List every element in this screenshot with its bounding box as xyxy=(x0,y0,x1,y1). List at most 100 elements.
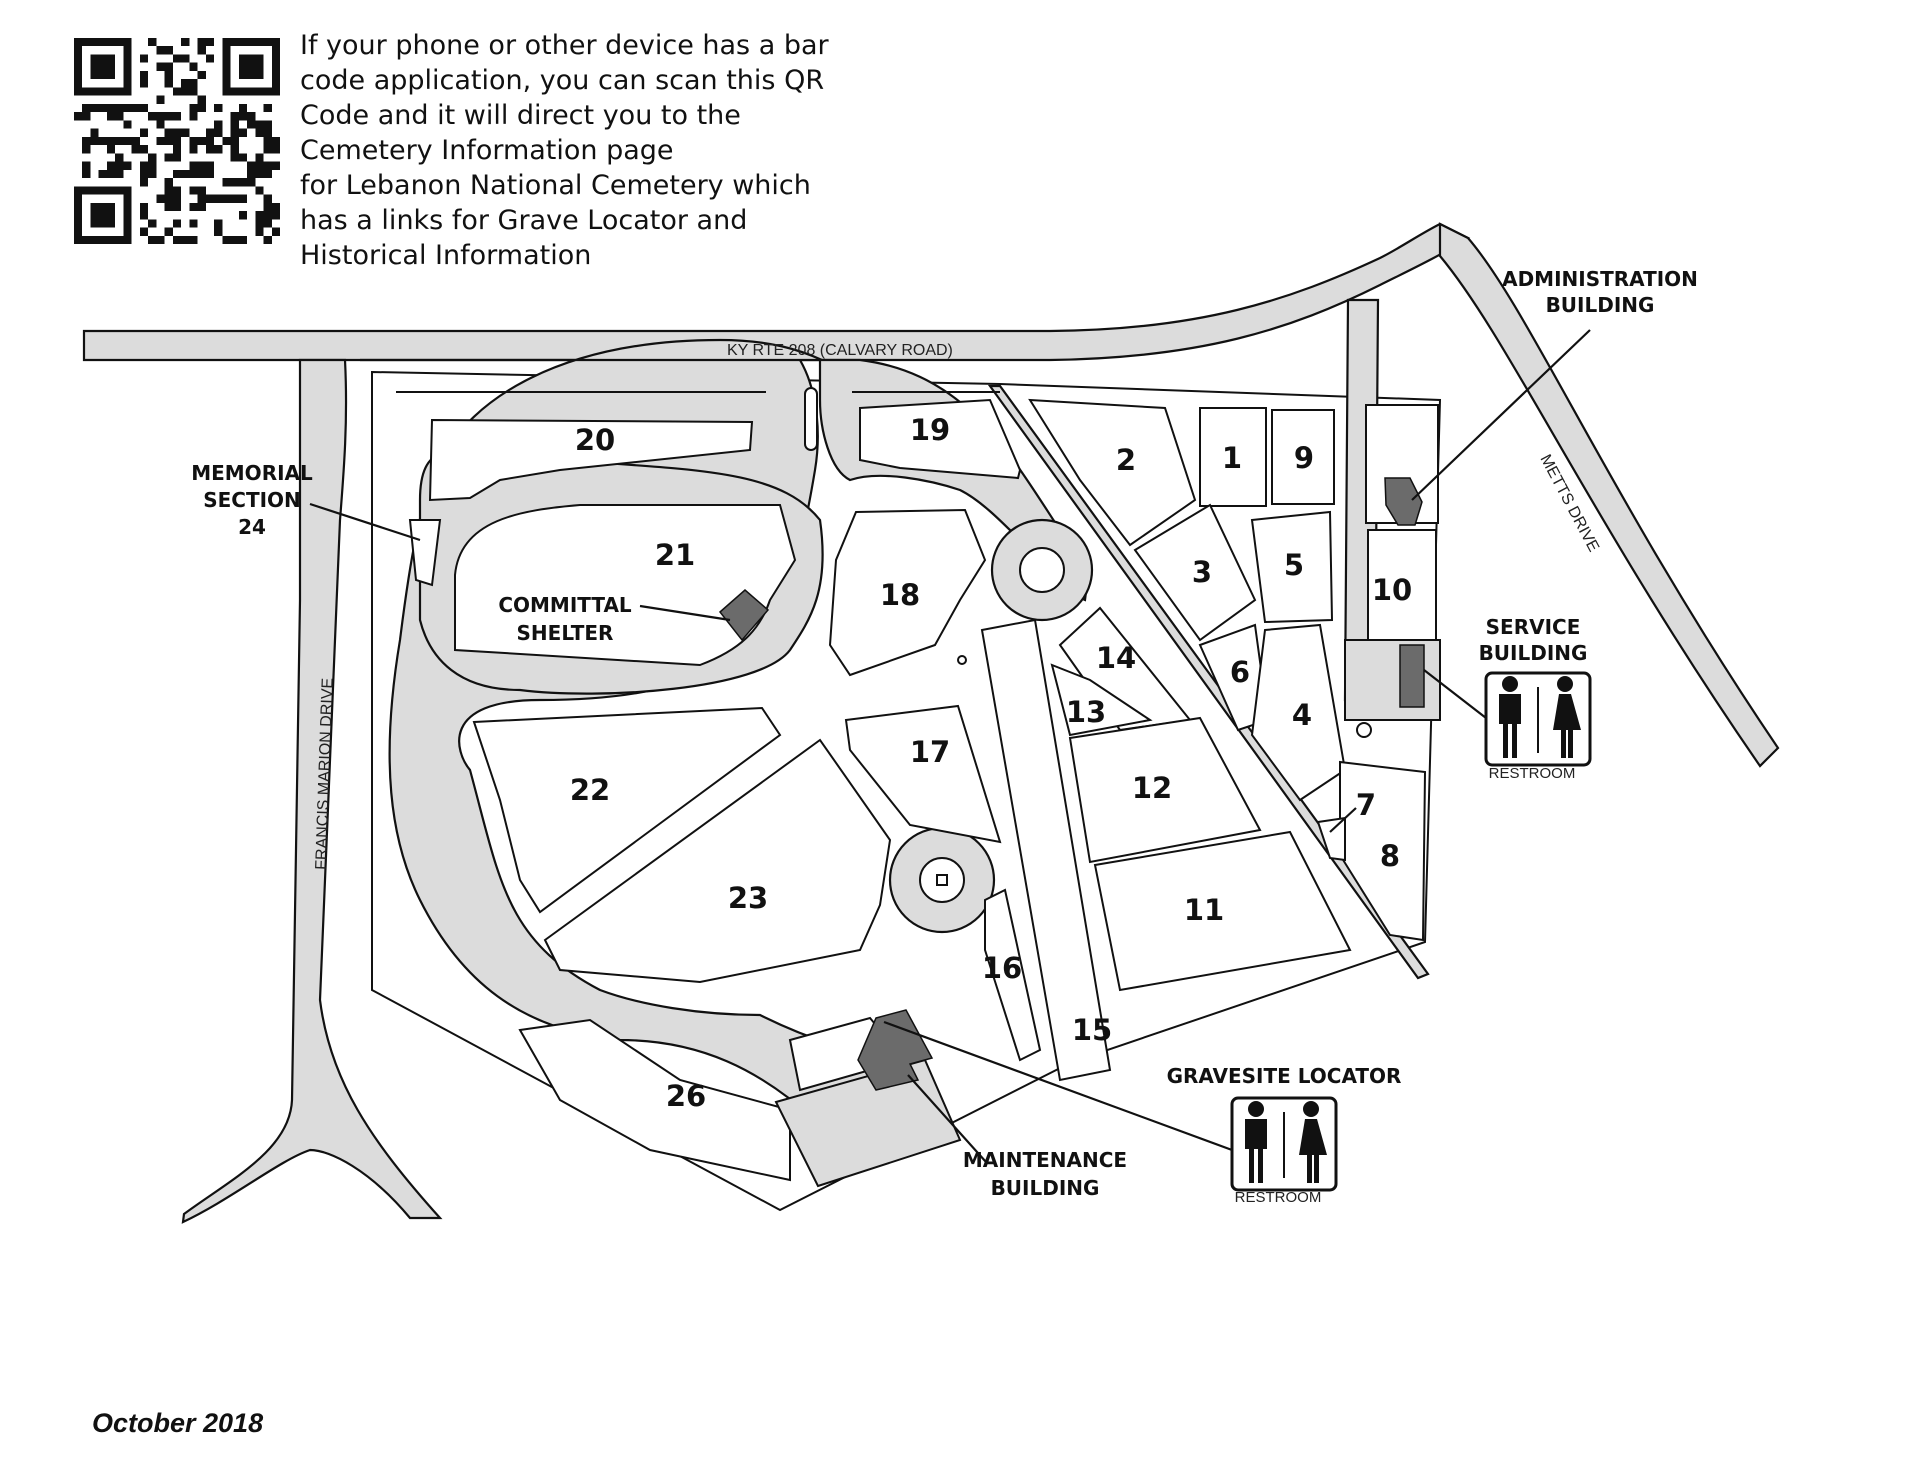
service-building xyxy=(1399,644,1425,708)
maintenance-building xyxy=(857,1009,934,1091)
section-19-lot xyxy=(859,398,1022,480)
section-8: 8 xyxy=(1380,839,1400,873)
admin-label-line2: BUILDING xyxy=(1546,293,1655,317)
intro-line: Code and it will direct you to the xyxy=(300,100,741,131)
admin-label-line1: ADMINISTRATION xyxy=(1502,267,1698,291)
service-leader xyxy=(1423,669,1487,719)
section-21: 21 xyxy=(655,538,695,572)
section-11: 11 xyxy=(1184,893,1224,927)
gravesite-label: GRAVESITE LOCATOR xyxy=(1167,1064,1402,1088)
section-16-lot xyxy=(984,888,1042,1062)
administration-building xyxy=(1384,477,1423,526)
fence xyxy=(396,387,1000,451)
flagpole-marker xyxy=(936,874,948,886)
section-22: 22 xyxy=(570,773,610,807)
section-1-lot xyxy=(1199,407,1267,507)
intro-line: has a links for Grave Locator and xyxy=(300,205,748,236)
qr-instructions: If your phone or other device has a bar … xyxy=(300,28,840,273)
service-building-lot xyxy=(1344,639,1441,721)
section-17-lot xyxy=(844,704,1002,844)
service-label-line2: BUILDING xyxy=(1479,641,1588,665)
section-9-lot xyxy=(1271,409,1335,505)
section-15-lot xyxy=(980,618,1112,1082)
section-12: 12 xyxy=(1132,771,1172,805)
francis-marion-label: FRANCIS MARION DRIVE xyxy=(313,678,337,870)
section-5: 5 xyxy=(1284,548,1304,582)
section-17: 17 xyxy=(910,735,950,769)
service-marker xyxy=(1356,722,1372,738)
section-11-lot xyxy=(1093,830,1352,992)
memorial-section-24-lot xyxy=(408,519,442,587)
section-labels: 20 19 21 18 22 23 17 16 15 14 13 12 11 2… xyxy=(570,413,1412,1113)
sections xyxy=(408,398,1437,1182)
committal-leader xyxy=(639,604,731,622)
section-3-lot xyxy=(1133,503,1257,642)
restroom-icon: RESTROOM xyxy=(1230,1096,1338,1206)
section-10-lot xyxy=(1367,529,1437,641)
intro-line: Cemetery Information page xyxy=(300,135,674,166)
section-23: 23 xyxy=(728,881,768,915)
metts-drive xyxy=(1438,222,1780,768)
qr-code-icon[interactable] xyxy=(74,38,280,244)
admin-leader xyxy=(1411,329,1591,501)
map-date: October 2018 xyxy=(92,1408,264,1438)
intro-line: for Lebanon National Cemetery which xyxy=(300,170,811,201)
francis-marion-drive xyxy=(181,358,443,1224)
section-22-lot xyxy=(472,706,782,914)
buildings xyxy=(718,404,1441,1188)
section-2: 2 xyxy=(1116,443,1136,477)
service-label-line1: SERVICE xyxy=(1486,615,1581,639)
section-15: 15 xyxy=(1072,1013,1112,1047)
section-9: 9 xyxy=(1294,441,1314,475)
restroom-label: RESTROOM xyxy=(1489,765,1576,782)
section-20-lot xyxy=(428,418,754,502)
committal-label-line1: COMMITTAL xyxy=(498,593,632,617)
intro-line: code application, you can scan this QR xyxy=(300,65,825,96)
section-13-lot xyxy=(1050,663,1153,737)
section-26-lot xyxy=(518,1018,791,1182)
section-21-lot xyxy=(454,504,797,667)
committal-shelter xyxy=(718,589,770,642)
restroom-icon: RESTROOM xyxy=(1484,671,1592,782)
memorial-label-line3: 24 xyxy=(238,515,266,539)
section-2-lot xyxy=(1028,398,1197,547)
utility-marker xyxy=(957,655,967,665)
administration-building-lot xyxy=(1365,404,1439,524)
section-6: 6 xyxy=(1230,655,1250,689)
section-18: 18 xyxy=(880,578,920,612)
section-19: 19 xyxy=(910,413,950,447)
section-7-leader xyxy=(1329,807,1357,833)
callouts: MEMORIAL SECTION 24 COMMITTAL SHELTER AD… xyxy=(191,267,1698,1200)
section-7-lot xyxy=(1316,816,1346,862)
memorial-leader xyxy=(309,502,421,542)
section-12-lot xyxy=(1068,716,1262,864)
section-14: 14 xyxy=(1096,641,1136,675)
diagonal-road xyxy=(987,384,1430,980)
section-13: 13 xyxy=(1066,695,1106,729)
north-roundabout-center xyxy=(1019,547,1065,593)
section-16: 16 xyxy=(982,951,1022,985)
memorial-label-line2: SECTION xyxy=(203,488,301,512)
section-4-lot xyxy=(1250,623,1347,802)
section-1: 1 xyxy=(1222,441,1242,475)
section-4: 4 xyxy=(1292,698,1312,732)
section-23-lot xyxy=(543,738,892,984)
memorial-label-line1: MEMORIAL xyxy=(191,461,313,485)
restroom-label: RESTROOM xyxy=(1235,1189,1322,1206)
gravesite-leader xyxy=(883,1020,1233,1152)
section-10: 10 xyxy=(1372,573,1412,607)
calvary-road xyxy=(82,222,1471,362)
section-7: 7 xyxy=(1356,788,1376,822)
committal-label-line2: SHELTER xyxy=(517,621,614,645)
maintenance-label-line1: MAINTENANCE xyxy=(963,1148,1127,1172)
calvary-road-label: KY RTE 208 (CALVARY ROAD) xyxy=(727,342,953,359)
maintenance-leader xyxy=(907,1074,987,1163)
section-26: 26 xyxy=(666,1079,706,1113)
intro-line: If your phone or other device has a bar xyxy=(300,30,829,61)
section-18-lot xyxy=(828,508,987,677)
section-20: 20 xyxy=(575,423,615,457)
maintenance-label-line2: BUILDING xyxy=(991,1176,1100,1200)
intro-line: Historical Information xyxy=(300,240,592,271)
section-5-lot xyxy=(1250,510,1334,624)
